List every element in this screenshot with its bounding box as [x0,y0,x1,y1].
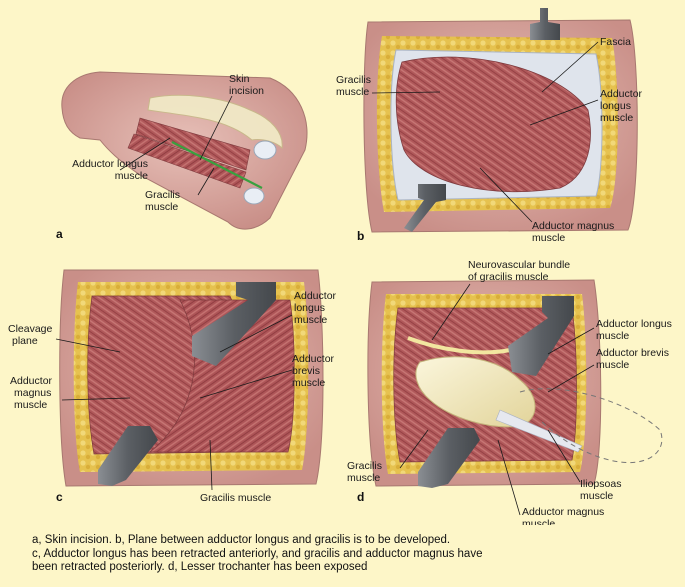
label-c-longus-2: longus [294,302,325,314]
gracilis-shape [127,133,247,189]
label-c-longus-3: muscle [294,314,327,326]
retractor-b-bottom [404,184,446,232]
label-c-brevis-3: muscle [292,377,325,389]
svg-text:Gracilis muscle: Gracilis muscle [200,492,271,504]
label-c-gracilis: Gracilis muscle [200,492,271,504]
label-a-skin-2: incision [229,85,264,97]
incision-line [171,141,263,189]
label-d-brevis-2: muscle [596,359,629,371]
neurovascular-bundle [407,336,511,355]
label-d-magnus-2: muscle [522,518,555,525]
label-c-longus-1: Adductor [294,290,337,302]
femur-outline [519,388,663,464]
figure-caption: a, Skin incision. b, Plane between adduc… [32,534,672,575]
label-c-brevis-1: Adductor [292,353,335,365]
adductor-longus-shape [135,117,251,171]
label-b-longus-3: muscle [600,112,633,124]
label-c-cleavage-1: Cleavage [8,323,53,335]
label-a-gracilis-2: muscle [145,201,178,213]
caption-line-3: been retracted posteriorly. d, Lesser tr… [32,561,368,573]
label-b-longus-2: longus [600,100,631,112]
label-a-adductor-2: muscle [115,170,148,182]
label-b-magnus-2: muscle [532,232,565,244]
muscle-b [395,56,591,193]
label-d-longus-1: Adductor longus [596,318,672,330]
label-d-nv-2: of gracilis muscle [468,271,549,283]
label-d-longus-2: muscle [596,330,629,342]
label-d-gracilis-2: muscle [347,472,380,484]
label-c-cleavage-2: plane [12,335,38,347]
retractor-c-bottom [98,426,158,486]
retractor-c-top [192,282,276,366]
retractor-d-top [508,296,574,376]
label-b-magnus-1: Adductor magnus [532,220,614,232]
label-c-magnus-2: magnus [14,387,51,399]
femoral-head [253,140,277,160]
label-d-iliopsoas-1: Iliopsoas [580,478,621,490]
caption-line-2: c, Adductor longus has been retracted an… [32,547,483,560]
label-d-magnus-1: Adductor magnus [522,506,604,518]
label-b-gracilis-1: Gracilis [336,74,371,86]
retractor-d-bottom [418,428,480,488]
label-d-nv-1: Neurovascular bundle [468,259,570,271]
svg-text:Fascia: Fascia [600,36,631,48]
label-d-iliopsoas-2: muscle [580,490,613,502]
panel-a-id: a [56,227,63,241]
label-c-magnus-1: Adductor [10,375,53,387]
caption-line-1: a, Skin incision. b, Plane between adduc… [32,534,451,546]
panel-c-id: c [56,490,63,504]
label-a-adductor-1: Adductor longus [72,158,148,170]
panel-b-id: b [357,229,364,243]
label-c-magnus-3: muscle [14,399,47,411]
pelvis-bone [147,94,283,150]
label-b-gracilis-2: muscle [336,86,369,98]
label-d-brevis-1: Adductor brevis [596,347,669,359]
knee-condyle [243,187,265,205]
label-b-longus-1: Adductor [600,88,643,100]
retractor-b-top [530,8,560,40]
label-b-fascia: Fascia [600,36,631,48]
panel-d-id: d [357,490,364,504]
iliopsoas-tendon [495,409,583,453]
label-a-skin-1: Skin [229,73,250,85]
label-c-brevis-2: brevis [292,365,320,377]
label-d-gracilis-1: Gracilis [347,460,382,472]
label-a-gracilis-1: Gracilis [145,189,180,201]
